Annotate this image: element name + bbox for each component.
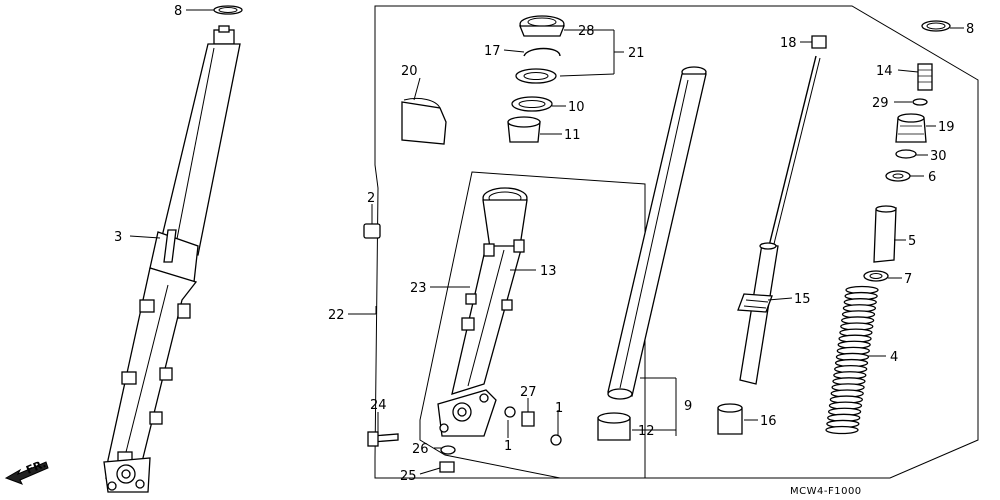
part-27-washer <box>521 411 535 427</box>
part-16-oil-lock <box>717 403 743 435</box>
callout-21: 21 <box>628 46 645 61</box>
callout-14: 14 <box>876 64 893 79</box>
part-28-dust-seal <box>519 15 565 37</box>
callout-16: 16 <box>760 414 777 429</box>
part-15-damper-rod <box>737 55 821 385</box>
part-7-washer <box>863 270 889 282</box>
reference-code: MCW4-F1000 <box>790 486 862 497</box>
callout-23: 23 <box>410 281 427 296</box>
part-25-bolt <box>439 461 455 473</box>
part-10-washer <box>511 96 553 112</box>
callout-5: 5 <box>908 234 916 249</box>
callout-4: 4 <box>890 350 898 365</box>
callout-6: 6 <box>928 170 936 185</box>
callout-30: 30 <box>930 149 947 164</box>
front-direction-label: FR. <box>24 457 48 477</box>
callout-2: 2 <box>367 191 375 206</box>
part-18-nut <box>811 35 827 49</box>
front-direction-arrow: FR. <box>4 457 49 485</box>
part-23-slider <box>437 187 528 437</box>
part-2-collar <box>363 223 381 239</box>
callout-20: 20 <box>401 64 418 79</box>
part-1-nut <box>504 406 516 418</box>
fork-assembly-illustration <box>103 25 241 493</box>
callout-17: 17 <box>484 44 501 59</box>
callout-26: 26 <box>412 442 429 457</box>
callout-7: 7 <box>904 272 912 287</box>
callout-1-b: 1 <box>555 401 563 416</box>
callout-24: 24 <box>370 398 387 413</box>
part-29-oring <box>912 98 928 106</box>
part-5-collar <box>873 205 897 263</box>
callout-18: 18 <box>780 36 797 51</box>
callout-12: 12 <box>638 424 655 439</box>
part-17-clip <box>523 47 561 57</box>
callout-19: 19 <box>938 120 955 135</box>
callout-15: 15 <box>794 292 811 307</box>
part-4-spring <box>825 285 879 435</box>
callout-9: 9 <box>684 399 692 414</box>
callout-10: 10 <box>568 100 585 115</box>
part-14-adjuster <box>917 63 933 91</box>
part-19-cap-bolt <box>895 113 927 143</box>
callout-1: 1 <box>504 439 512 454</box>
callout-28: 28 <box>578 24 595 39</box>
callout-8-right: 8 <box>966 22 974 37</box>
part-6-nut <box>885 170 911 182</box>
part-9-fork-tube <box>607 66 707 400</box>
part-11-bushing <box>507 116 541 143</box>
callout-3: 3 <box>114 230 122 245</box>
callout-25: 25 <box>400 469 417 484</box>
callout-27: 27 <box>520 385 537 400</box>
leader-lines <box>129 9 964 475</box>
callout-29: 29 <box>872 96 889 111</box>
part-21-oil-seal <box>515 68 557 84</box>
part-1-nut-b <box>550 434 562 446</box>
callout-11: 11 <box>564 128 581 143</box>
callout-8-left: 8 <box>174 4 182 19</box>
part-26-washer <box>440 445 456 455</box>
callout-22: 22 <box>328 308 345 323</box>
part-20-guard <box>401 101 447 145</box>
callout-labels: 8 3 20 2 23 13 22 24 26 25 1 27 1 9 12 2… <box>114 4 974 484</box>
callout-13: 13 <box>540 264 557 279</box>
part-30-oring <box>895 149 917 159</box>
